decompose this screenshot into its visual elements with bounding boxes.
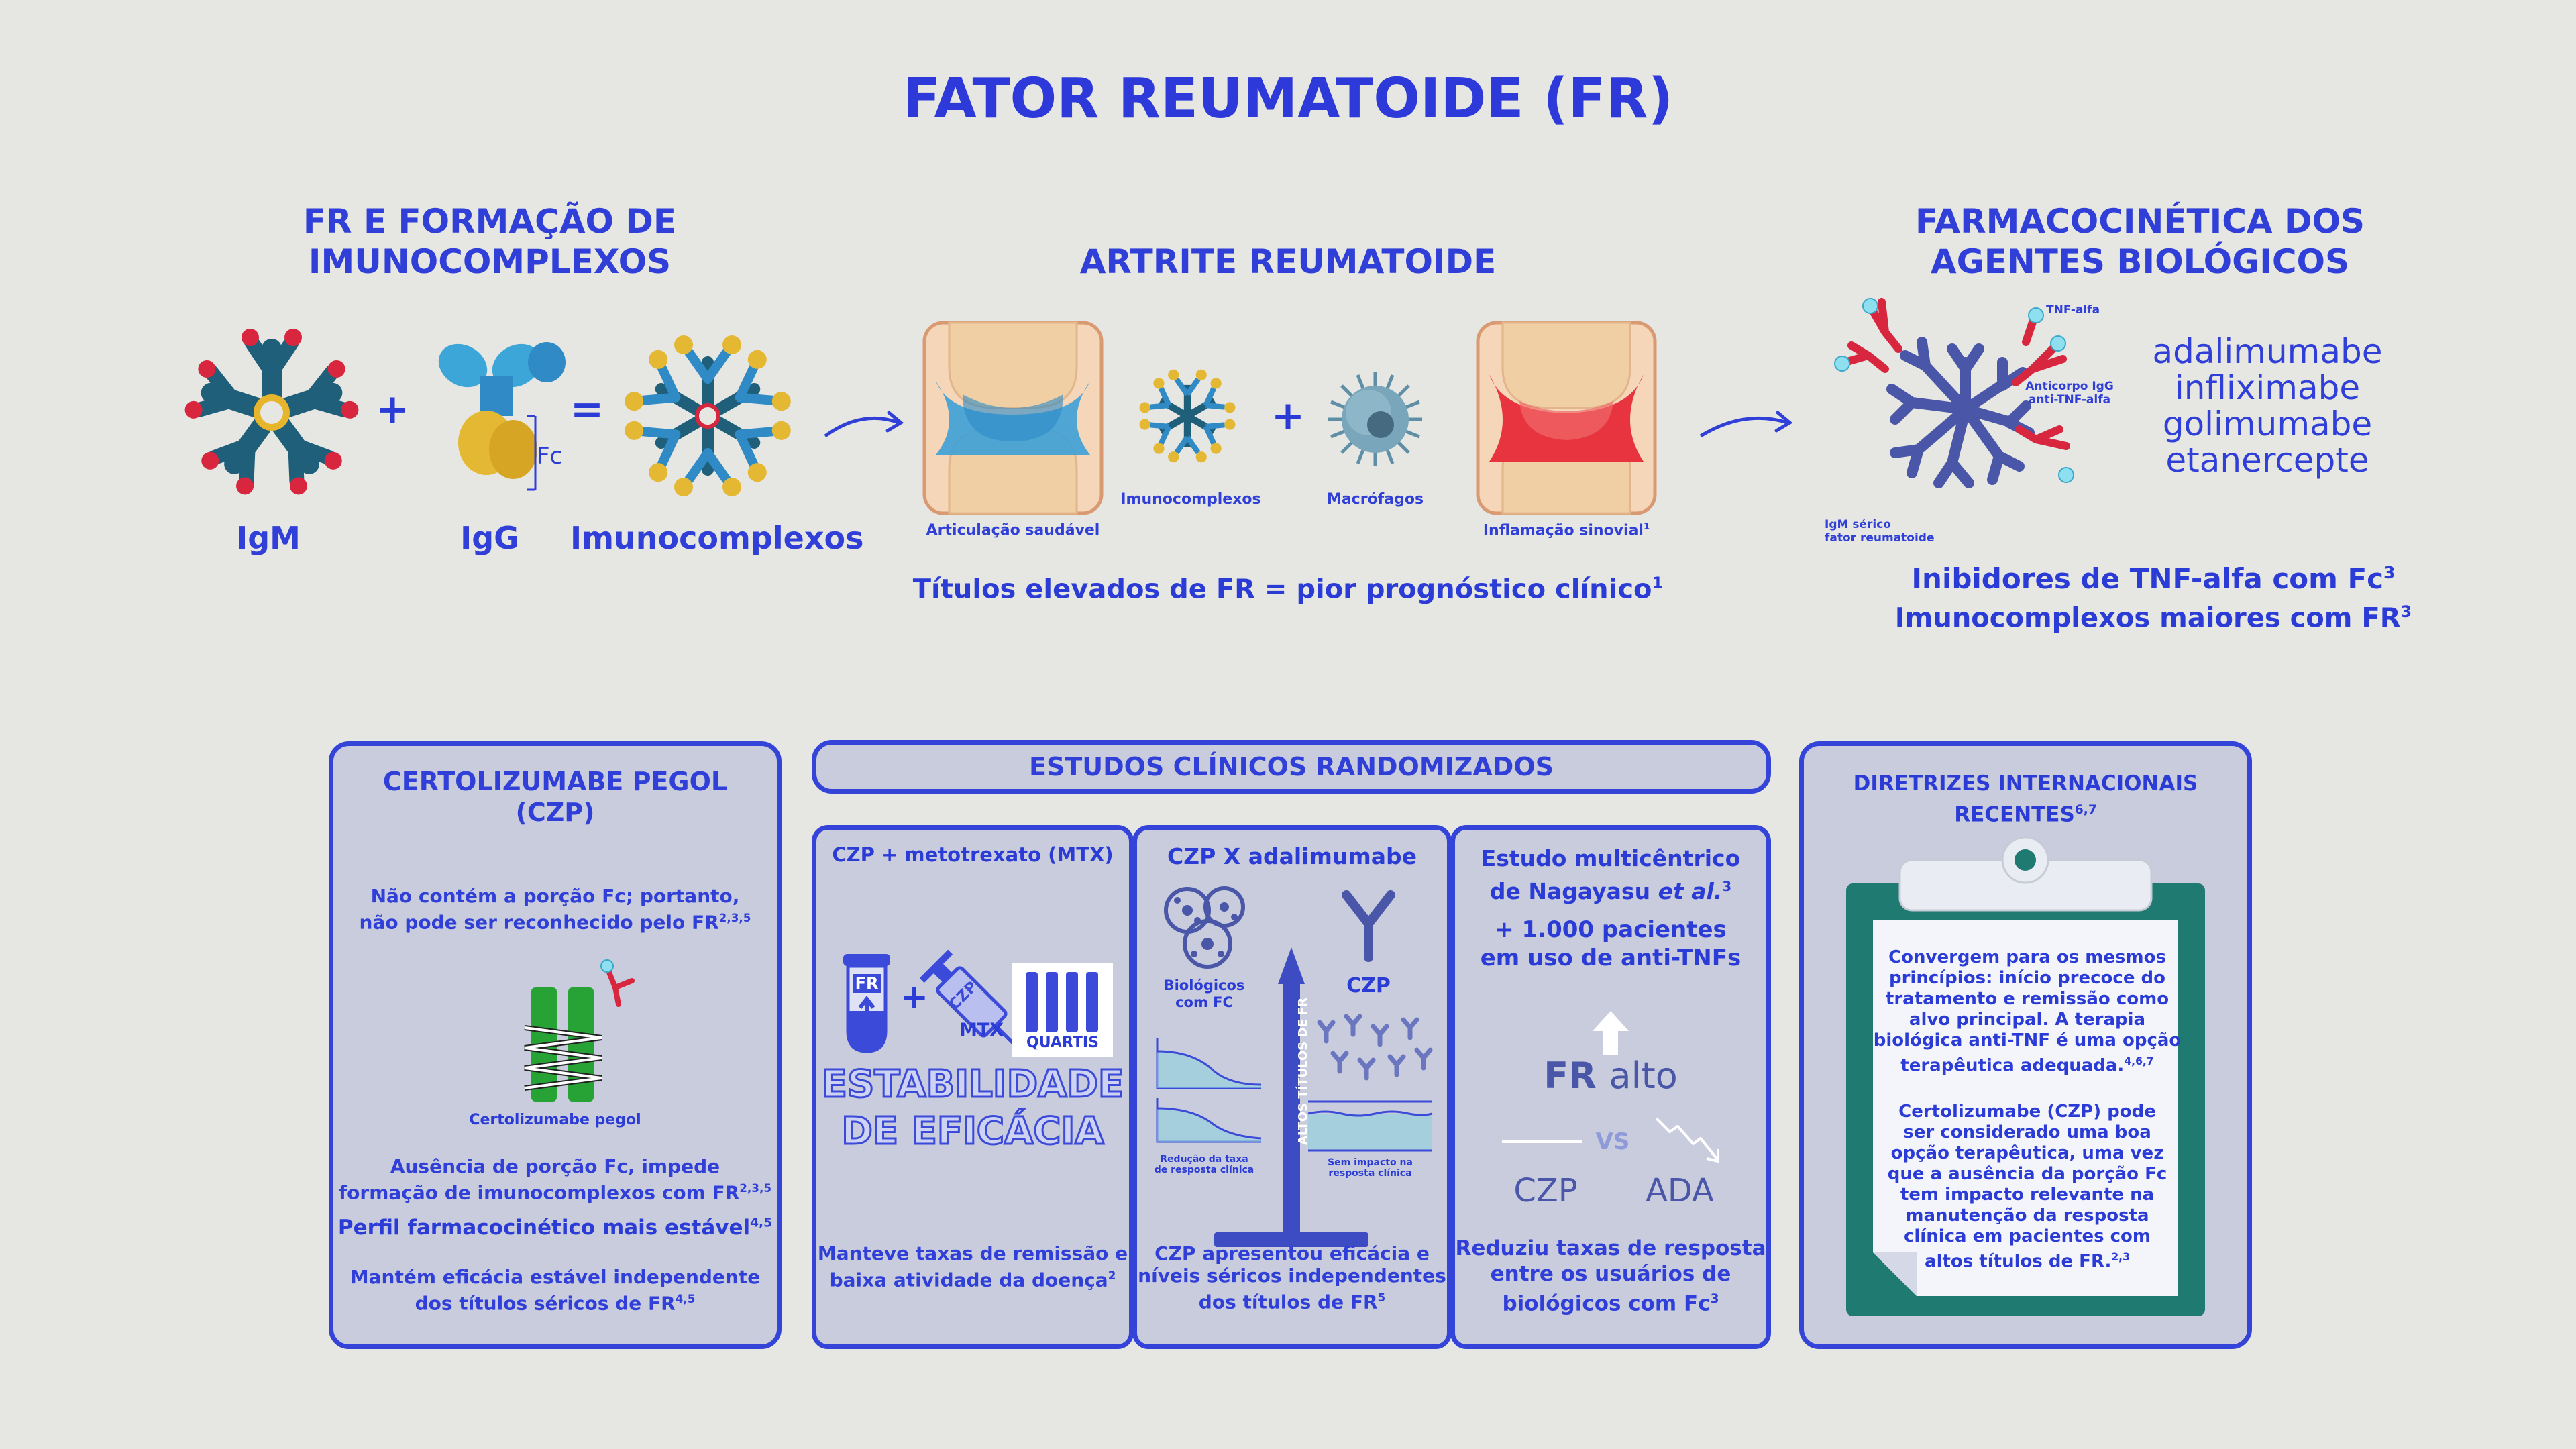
guidelines-panel: DIRETRIZES INTERNACIONAIS RECENTES6,7 Co… <box>1799 741 2252 1349</box>
up-arrow-icon <box>1593 1011 1629 1055</box>
inflamed-joint-icon <box>1476 321 1657 515</box>
antibody-complex-icon <box>1834 298 2074 488</box>
czp-antibody-icon <box>1342 890 1395 962</box>
section-title-pharmacokinetics: FARMACOCINÉTICA DOS AGENTES BIOLÓGICOS <box>1915 202 2365 281</box>
study1-plus: + <box>900 977 928 1016</box>
quartiles-icon <box>1012 963 1113 1057</box>
guidelines-para-2: Certolizumabe (CZP) pode ser considerado… <box>1887 1102 2167 1272</box>
ada-compare-label: ADA <box>1646 1172 1714 1210</box>
czp-text-4: Mantém eficácia estável independente dos… <box>350 1266 761 1315</box>
igg-label: IgG <box>460 520 519 556</box>
study-2-panel: CZP X adalimumabe Biológicos com FC CZP … <box>1132 825 1452 1349</box>
igm-molecule-icon <box>184 329 359 495</box>
comparison-lines-icon <box>1502 1117 1719 1163</box>
czp-panel-title: CERTOLIZUMABE PEGOL (CZP) <box>382 767 728 827</box>
decline-curve-icon <box>1156 1038 1262 1143</box>
equals-operator: = <box>570 386 604 433</box>
igm-label: IgM <box>236 520 301 556</box>
czp-text-3: Perfil farmacocinético mais estável4,5 <box>337 1216 773 1240</box>
studies-header: ESTUDOS CLÍNICOS RANDOMIZADOS <box>812 740 1771 794</box>
study-1-result: Manteve taxas de remissão e baixa ativid… <box>817 1242 1128 1291</box>
arrow-right-icon-2 <box>1699 411 1793 438</box>
study-1-panel: CZP + metotrexato (MTX) FR + CZP MTX QUA… <box>812 825 1134 1349</box>
immunocomplex-icon <box>625 335 791 496</box>
biologics-cluster-icon <box>1164 886 1245 969</box>
vs-label: VS <box>1595 1128 1630 1155</box>
flat-curve-icon <box>1307 1100 1433 1152</box>
mtx-label: MTX <box>959 1020 1004 1040</box>
healthy-joint-icon <box>922 321 1104 515</box>
quartis-label: QUARTIS <box>1026 1034 1099 1051</box>
igg-molecule-icon <box>438 342 566 491</box>
plus-operator-middle: + <box>1271 392 1305 439</box>
small-antibodies-icon <box>1317 1014 1433 1081</box>
syringe-icon <box>919 949 1015 1045</box>
czp-text-2: Ausência de porção Fc, impede formação d… <box>338 1155 771 1204</box>
study-2-result: CZP apresentou eficácia e níveis séricos… <box>1138 1242 1446 1313</box>
tnf-label: TNF-alfa <box>2046 303 2100 317</box>
czp-study2-label: CZP <box>1346 974 1391 998</box>
inflammation-label: Inflamação sinovial1 <box>1483 522 1650 539</box>
study-3-result: Reduziu taxas de resposta entre os usuár… <box>1455 1236 1766 1316</box>
reduction-label: Redução da taxa de resposta clínica <box>1154 1154 1254 1175</box>
immunocomplex-small-icon <box>1139 369 1236 463</box>
fr-tube-label: FR <box>840 974 894 993</box>
macrophages-label: Macrófagos <box>1326 491 1424 508</box>
czp-panel: CERTOLIZUMABE PEGOL (CZP) Não contém a p… <box>329 741 782 1349</box>
certolizumab-molecule-icon <box>524 959 635 1102</box>
drug-list: adalimumabe infliximabe golimumabe etane… <box>2152 332 2383 480</box>
guidelines-para-1: Convergem para os mesmos princípios: iní… <box>1873 947 2182 1076</box>
czp-text-1: Não contém a porção Fc; portanto, não po… <box>359 885 751 934</box>
biologics-label: Biológicos com FC <box>1163 977 1245 1010</box>
study-3-panel: Estudo multicêntrico de Nagayasu et al.3… <box>1450 825 1771 1349</box>
guidelines-title: DIRETRIZES INTERNACIONAIS RECENTES6,7 <box>1853 771 2198 827</box>
prognosis-statement: Títulos elevados de FR = pior prognóstic… <box>912 574 1664 605</box>
test-tube-icon <box>843 954 890 1053</box>
plus-operator: + <box>375 386 410 433</box>
immunocomplex-statement: Imunocomplexos maiores com FR3 <box>1894 602 2412 634</box>
tnf-statement: Inibidores de TNF-alfa com Fc3 <box>1911 562 2396 595</box>
clipboard-icon <box>1846 836 2205 1316</box>
main-title: FATOR REUMATOIDE (FR) <box>902 67 1674 131</box>
healthy-joint-label: Articulação saudável <box>926 522 1100 539</box>
study-1-title: CZP + metotrexato (MTX) <box>832 843 1114 866</box>
czp-compare-label: CZP <box>1513 1172 1578 1210</box>
study-2-title: CZP X adalimumabe <box>1167 843 1417 869</box>
macrophage-icon <box>1328 372 1422 466</box>
fr-high-label: FR alto <box>1544 1055 1678 1097</box>
immunocomplexes-label: Imunocomplexos <box>570 520 864 556</box>
arrow-right-icon <box>824 411 904 438</box>
no-impact-label: Sem impacto na resposta clínica <box>1328 1157 1413 1179</box>
study-3-patients: + 1.000 pacientes em uso de anti-TNFs <box>1480 916 1741 971</box>
section-title-immunocomplexes: FR E FORMAÇÃO DE IMUNOCOMPLEXOS <box>303 202 677 281</box>
certolizumab-label: Certolizumabe pegol <box>469 1112 641 1128</box>
efficacy-stability-text: ESTABILIDADE DE EFICÁCIA <box>820 1062 1124 1155</box>
igm-rf-label: IgM sérico fator reumatoide <box>1825 518 1935 545</box>
antibody-label: Anticorpo IgG anti-TNF-alfa <box>2025 380 2114 407</box>
high-fr-axis-arrow <box>1214 947 1368 1247</box>
immunocomplexes-small-label: Imunocomplexos <box>1120 491 1261 508</box>
section-title-arthritis: ARTRITE REUMATOIDE <box>1079 242 1497 281</box>
study-3-title: Estudo multicêntrico de Nagayasu et al.3 <box>1481 845 1741 904</box>
fc-label: Fc <box>537 443 563 470</box>
